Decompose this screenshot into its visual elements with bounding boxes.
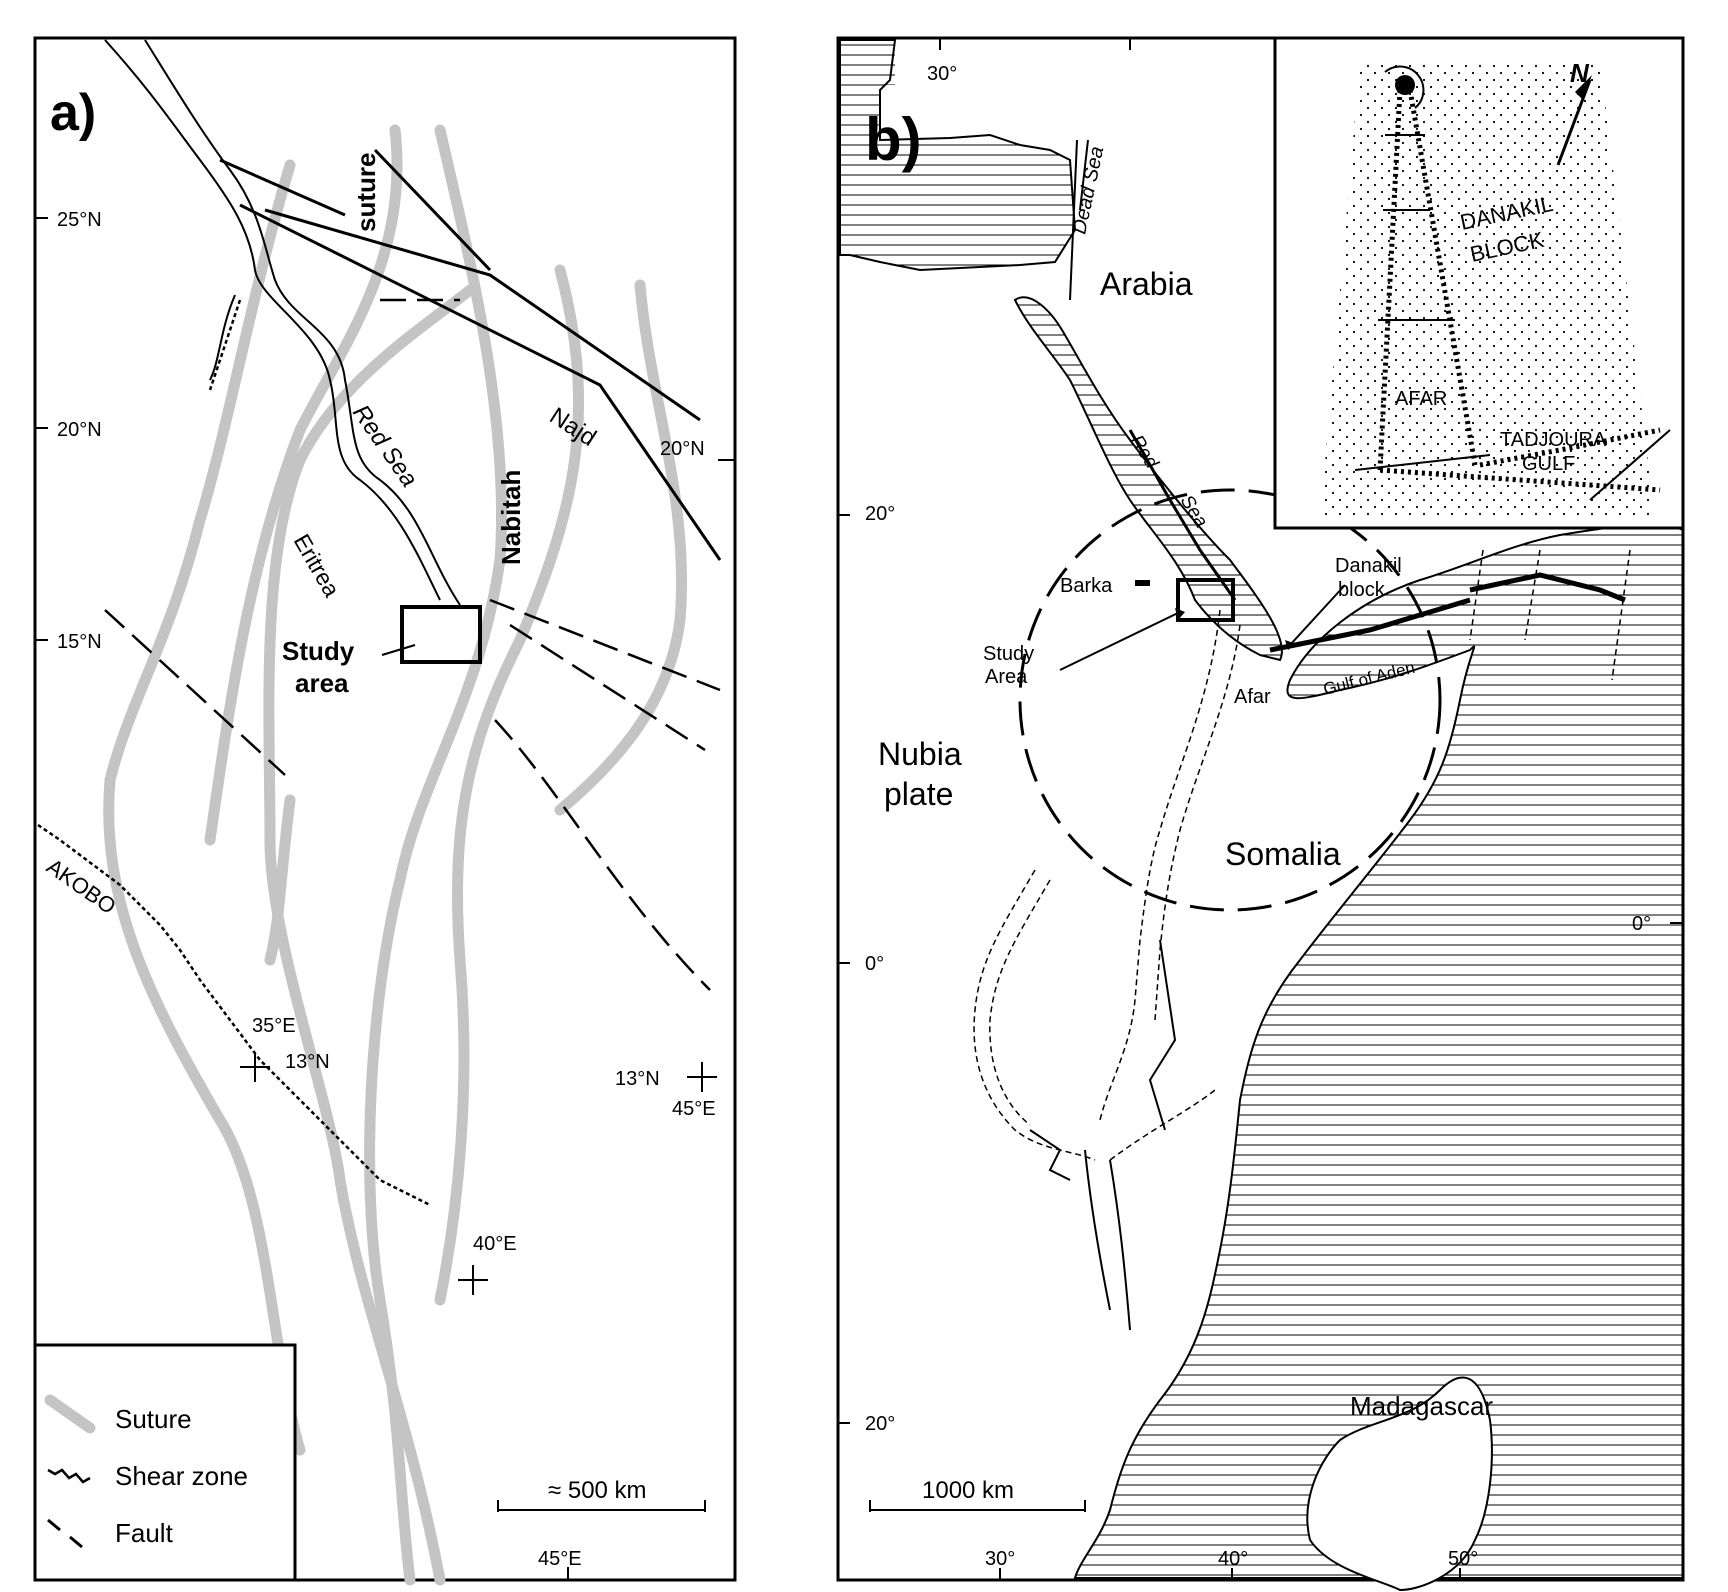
dead-sea-line	[1069, 139, 1089, 301]
scale-label-b: 1000 km	[922, 1477, 1014, 1504]
nubia-label-2: plate	[884, 776, 953, 812]
red-sea-coast	[104, 39, 461, 606]
lon-40e: 40°E	[473, 1233, 517, 1255]
lon-30-bottom: 30°	[985, 1548, 1015, 1570]
rift-branches	[973, 609, 1241, 1331]
lat-25n: 25°N	[57, 209, 102, 231]
scale-bar-b: 1000 km	[869, 1477, 1086, 1512]
lon-30-top: 30°	[927, 63, 957, 85]
lat-0-right: 0°	[1632, 913, 1651, 935]
danakil-label-2: block	[1338, 579, 1386, 601]
panel-b-label: b)	[865, 106, 922, 173]
lat-20n-right: 20°N	[660, 438, 705, 460]
madagascar-label: Madagascar	[1350, 1391, 1493, 1421]
lon-45e-right: 45°E	[672, 1098, 716, 1120]
afar-label: Afar	[1234, 686, 1271, 708]
legend-fault: Fault	[115, 1518, 174, 1548]
pole-marker	[1395, 75, 1415, 95]
inset-tadjoura-1: TADJOURA	[1500, 429, 1607, 451]
suture-lines	[103, 124, 688, 1586]
study-area-box	[400, 605, 482, 664]
dashed-faults	[104, 298, 721, 991]
lon-45e-bottom: 45°E	[538, 1548, 582, 1570]
somalia-label: Somalia	[1225, 836, 1341, 872]
lon-50-bottom: 50°	[1448, 1548, 1478, 1570]
lat-20-top: 20°	[865, 503, 895, 525]
legend-shear: Shear zone	[115, 1461, 248, 1491]
lat-13n: 13°N	[285, 1051, 330, 1073]
grid-crosses	[240, 1052, 717, 1295]
mediterranean	[839, 39, 1077, 272]
study-label-2: Area	[985, 666, 1028, 688]
suture-label: suture	[351, 153, 381, 232]
afar-circle	[1018, 488, 1442, 912]
lat-0: 0°	[865, 953, 884, 975]
study-area-box-b	[1176, 578, 1235, 622]
study-area-label-2: area	[295, 668, 349, 698]
study-label-1: Study	[983, 643, 1034, 665]
lat-13n-right: 13°N	[615, 1068, 660, 1090]
scale-label-a: ≈ 500 km	[548, 1477, 647, 1504]
barka-label: Barka	[1060, 575, 1113, 597]
panel-a-frame	[33, 36, 737, 1582]
nubia-label-1: Nubia	[878, 736, 962, 772]
eritrea-label: Eritrea	[289, 530, 345, 602]
lat-15n: 15°N	[57, 631, 102, 653]
shear-zones	[37, 299, 431, 1207]
indian-ocean	[1073, 523, 1684, 1579]
najd-faults	[219, 148, 722, 561]
legend-suture: Suture	[115, 1404, 192, 1434]
legend-shear-swatch	[47, 1468, 91, 1484]
arabia-label: Arabia	[1100, 266, 1193, 302]
red-sea	[1013, 296, 1283, 662]
lon-40-bottom: 40°	[1218, 1548, 1248, 1570]
inset: N DANAKIL BLOCK AFAR TADJOURA GULF	[1273, 36, 1685, 530]
gulf-ridge	[1269, 597, 1471, 653]
nabitah-label: Nabitah	[496, 470, 526, 565]
panel-b: N DANAKIL BLOCK AFAR TADJOURA GULF b) 30…	[836, 36, 1685, 1592]
danakil-label-1: Danakil	[1335, 555, 1402, 577]
scale-bar-a: ≈ 500 km	[497, 1477, 706, 1512]
inset-afar: AFAR	[1395, 388, 1447, 410]
madagascar	[1306, 1376, 1493, 1592]
panel-a: a) 25°N 20°N 15°N 20°N 13°N 13°N 35°E 45…	[33, 36, 737, 1586]
panel-a-label: a)	[50, 84, 96, 142]
inset-tadjoura-2: GULF	[1522, 453, 1575, 475]
lat-20n: 20°N	[57, 419, 102, 441]
legend-suture-swatch	[44, 1394, 96, 1434]
lon-35e: 35°E	[252, 1015, 296, 1037]
study-area-label-1: Study	[282, 636, 355, 666]
inset-north: N	[1570, 58, 1590, 88]
lat-20-bottom: 20°	[865, 1413, 895, 1435]
legend: Suture Shear zone Fault	[33, 1343, 297, 1582]
legend-fault-swatch	[47, 1518, 83, 1549]
red-sea-axis	[1128, 429, 1237, 601]
